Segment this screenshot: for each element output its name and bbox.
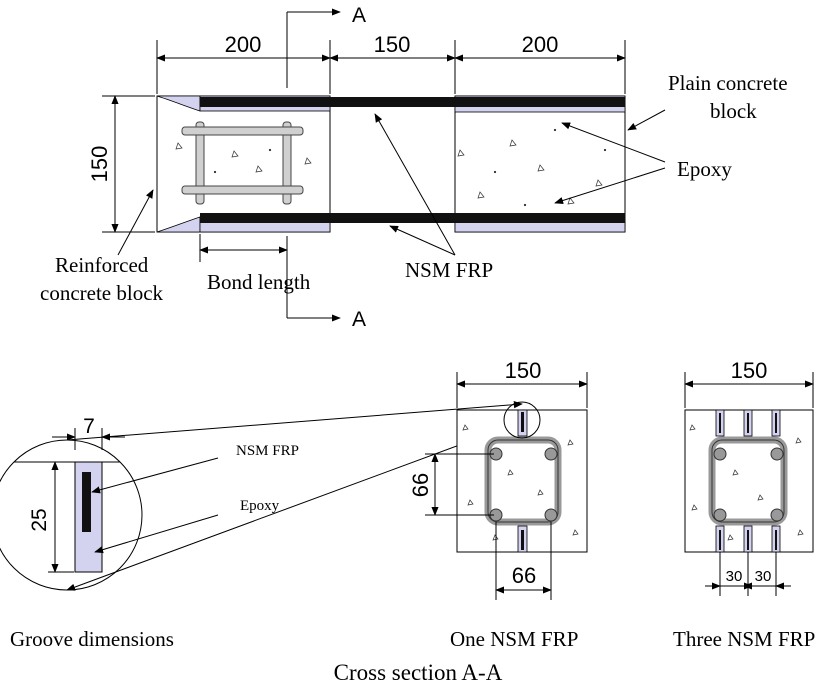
- reinforced-concrete-block: [156, 95, 331, 233]
- dim-groove-width: 7: [83, 415, 95, 438]
- leader-lines: [117, 109, 666, 256]
- nsm-frp-label: NSM FRP: [405, 258, 493, 282]
- dim-three-width: 150: [731, 358, 768, 383]
- aggregate-texture: [175, 128, 607, 207]
- dim-one-bar-spacing-h: 66: [512, 563, 536, 588]
- one-nsm-caption: One NSM FRP: [450, 627, 578, 651]
- dim-three-gap-2: 30: [755, 568, 772, 585]
- dim-middle-length: 150: [374, 32, 411, 57]
- dim-left-length: 200: [225, 32, 262, 57]
- groove-frp-bar: [82, 472, 91, 532]
- plain-block-label-1: Plain concrete: [668, 71, 788, 95]
- groove-nsm-label: NSM FRP: [236, 443, 299, 459]
- elevation-view: A A 200 150 200 150 Bond length: [40, 4, 788, 331]
- main-caption: Cross section A-A: [334, 660, 503, 685]
- one-nsm-section: 150 66 66 One NSM FRP: [408, 358, 588, 651]
- section-mark-bottom: A: [352, 308, 366, 331]
- nsm-frp-strip-top: [200, 97, 625, 107]
- groove-depth-dimension: [48, 461, 74, 573]
- groove-detail: 7 25 NSM FRP Epoxy Groove dimensions: [0, 401, 523, 651]
- height-dimension: [102, 95, 155, 233]
- dim-height: 150: [87, 146, 112, 183]
- plain-concrete-block: [454, 95, 626, 233]
- groove-leaders: [66, 401, 523, 591]
- dim-groove-depth: 25: [28, 508, 51, 531]
- nsm-frp-strip-bottom: [200, 213, 625, 223]
- dim-one-bar-spacing-v: 66: [408, 473, 433, 497]
- three-nsm-caption: Three NSM FRP: [673, 627, 815, 651]
- steel-cage: [181, 121, 304, 205]
- epoxy-label: Epoxy: [677, 157, 732, 181]
- groove-caption: Groove dimensions: [10, 627, 174, 651]
- top-dimension-lines: [156, 40, 626, 94]
- groove-callout-circle: [503, 401, 541, 439]
- dim-one-width: 150: [505, 358, 542, 383]
- bond-length-label: Bond length: [207, 270, 311, 294]
- section-mark-top: A: [352, 4, 366, 27]
- dim-three-gap-1: 30: [726, 568, 743, 585]
- dim-right-length: 200: [522, 32, 559, 57]
- reinforced-block-label-1: Reinforced: [55, 253, 149, 277]
- reinforced-block-label-2: concrete block: [40, 281, 164, 305]
- three-nsm-section: 150 30 30 Three NSM FRP: [673, 358, 815, 651]
- bond-length-dimension: [199, 234, 288, 262]
- groove-epoxy-label: Epoxy: [240, 498, 280, 514]
- plain-block-label-2: block: [710, 99, 757, 123]
